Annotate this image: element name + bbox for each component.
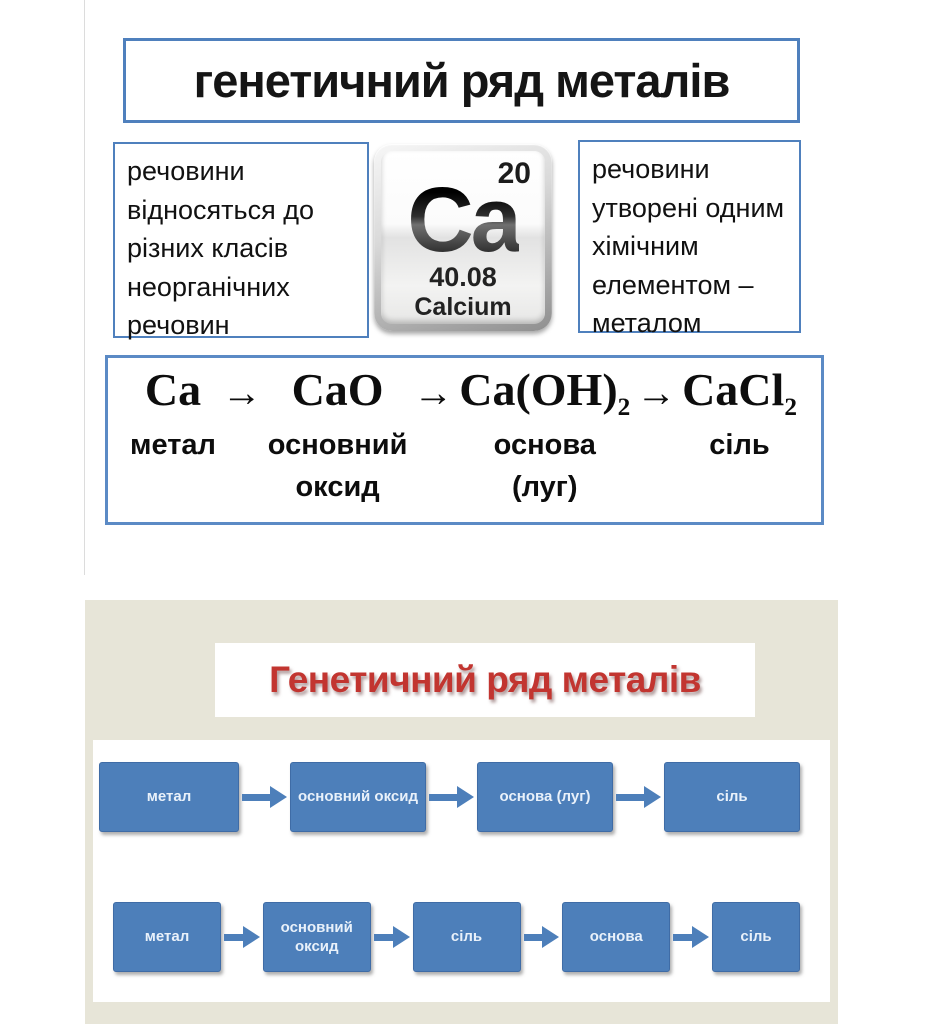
definition-left-box: речовини відносяться до різних класів не…: [113, 142, 369, 340]
formula-subscript: 2: [617, 393, 631, 422]
equation-arrow-icon: →: [636, 370, 677, 416]
flow-box-salt: сіль: [412, 902, 521, 972]
flow-arrow-icon: [670, 926, 712, 948]
flow-box-basic-oxide: основний оксид: [290, 762, 426, 832]
atomic-number: 20: [497, 157, 531, 190]
element-name: Calcium: [414, 293, 512, 322]
presentation-slide: Генетичний ряд металів метал основний ок…: [85, 600, 838, 1024]
equation-label: основний оксид: [267, 429, 408, 504]
equation-label: основа (луг): [493, 429, 596, 504]
flow-box-base: основа (луг): [477, 762, 613, 832]
equation-formula: CaCl2: [682, 364, 797, 422]
formula-text: CaCl: [682, 364, 785, 415]
main-title-box: генетичний ряд металів: [123, 38, 800, 123]
equation-label-spacer: [220, 422, 264, 508]
flow-box-basic-oxide: основний оксид: [262, 902, 371, 972]
flow-box-metal: метал: [99, 762, 239, 832]
formula-text: Ca: [144, 364, 202, 415]
formula-subscript: 2: [784, 393, 797, 422]
flow-arrow-icon: [239, 786, 290, 808]
definition-right-box: речовини утворені одним хімічним елемент…: [578, 140, 801, 338]
equation-label: метал: [130, 429, 216, 462]
equation-formula: CaO: [268, 364, 408, 422]
main-title: генетичний ряд металів: [193, 54, 731, 107]
flow-arrow-icon: [221, 926, 263, 948]
flowchart-row-2: метал основний оксид сіль основа сіль: [93, 902, 830, 972]
element-symbol: Ca: [407, 169, 522, 271]
flow-box-salt: сіль: [712, 902, 800, 972]
equation-formula: Ca: [130, 364, 216, 422]
equation-arrow-icon: →: [221, 370, 262, 416]
equation-arrow-icon: →: [413, 370, 454, 416]
page-edge-divider: [84, 0, 85, 575]
genetic-series-equation-box: Ca → CaO → Ca(OH)2 → CaCl2 метал основни…: [105, 355, 824, 525]
flow-box-metal: метал: [113, 902, 221, 972]
flow-arrow-icon: [371, 926, 413, 948]
flowchart-row-1: метал основний оксид основа (луг) сіль: [93, 762, 830, 832]
flow-box-base: основа: [562, 902, 671, 972]
flow-arrow-icon: [426, 786, 477, 808]
flow-box-salt: сіль: [664, 762, 800, 832]
periodic-element-tile: 20 Ca 40.08 Calcium: [381, 151, 545, 324]
equation-label-spacer: [411, 422, 455, 508]
flowchart-panel: метал основний оксид основа (луг) сіль м…: [93, 740, 830, 1002]
slide-title-banner: Генетичний ряд металів: [215, 643, 755, 717]
equation-label-spacer: [634, 422, 678, 508]
periodic-element-card: 20 Ca 40.08 Calcium: [374, 144, 552, 331]
formula-text: Ca(OH): [459, 364, 618, 415]
formula-text: CaO: [291, 364, 384, 415]
flow-arrow-icon: [613, 786, 664, 808]
atomic-mass: 40.08: [429, 262, 497, 293]
flow-arrow-icon: [521, 926, 563, 948]
slide-title: Генетичний ряд металів: [269, 659, 701, 700]
equation-formula: Ca(OH)2: [459, 364, 630, 422]
equation-label: сіль: [709, 429, 770, 462]
